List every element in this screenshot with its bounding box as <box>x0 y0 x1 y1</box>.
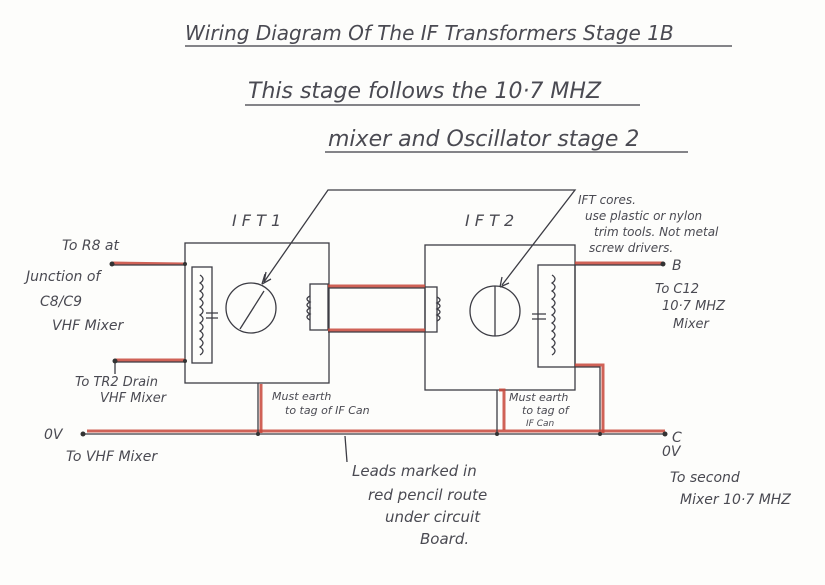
ift1: I F T 1 <box>184 211 330 384</box>
right-labels: B To C12 10·7 MHZ Mixer C 0V To second M… <box>655 258 791 508</box>
wiring <box>80 261 668 463</box>
label-b: B <box>672 258 682 274</box>
ift1-primary-coil-icon <box>191 266 213 364</box>
label-c: C <box>672 430 682 446</box>
ift2-capacitor-icon <box>532 313 546 320</box>
note-earth-1: Must earth to tag of IF Can <box>272 390 370 417</box>
ift1-core-icon <box>225 282 277 334</box>
ift2: I F T 2 <box>424 211 576 391</box>
left-labels: To R8 at Junction of C8/C9 VHF Mixer To … <box>23 238 168 465</box>
ift2-label: I F T 2 <box>465 211 514 230</box>
label-to-tr2: To TR2 Drain VHF Mixer <box>75 375 168 406</box>
ift1-label: I F T 1 <box>232 211 281 230</box>
label-to-c12: To C12 10·7 MHZ Mixer <box>655 282 729 332</box>
ift2-can <box>424 244 576 391</box>
note-ift-cores: IFT cores. use plastic or nylon trim too… <box>578 193 722 255</box>
ift1-capacitor-icon <box>206 312 218 319</box>
note-earth-2: Must earth to tag of IF Can <box>509 391 572 429</box>
ift2-secondary-coil-icon <box>537 264 576 368</box>
notes: Must earth to tag of IF Can Must earth t… <box>272 193 722 548</box>
ift1-secondary-coil-icon <box>309 283 329 331</box>
core-leader-lines <box>261 189 577 288</box>
label-to-vhf-mixer: To VHF Mixer <box>66 449 158 465</box>
title-line-2: This stage follows the 10·7 MHZ <box>248 79 602 104</box>
ift1-can <box>184 242 330 384</box>
label-to-second-mixer: To second Mixer 10·7 MHZ <box>670 470 791 508</box>
title-line-3: mixer and Oscillator stage 2 <box>328 127 639 152</box>
title-line-1: Wiring Diagram Of The IF Transformers St… <box>185 21 674 45</box>
ift2-primary-coil-icon <box>424 286 438 333</box>
label-0v-right: 0V <box>662 444 682 460</box>
label-0v-left: 0V <box>44 427 64 443</box>
note-leads: Leads marked in red pencil route under c… <box>352 462 492 548</box>
title: Wiring Diagram Of The IF Transformers St… <box>185 21 732 153</box>
label-to-r8: To R8 at Junction of C8/C9 VHF Mixer <box>23 238 124 334</box>
